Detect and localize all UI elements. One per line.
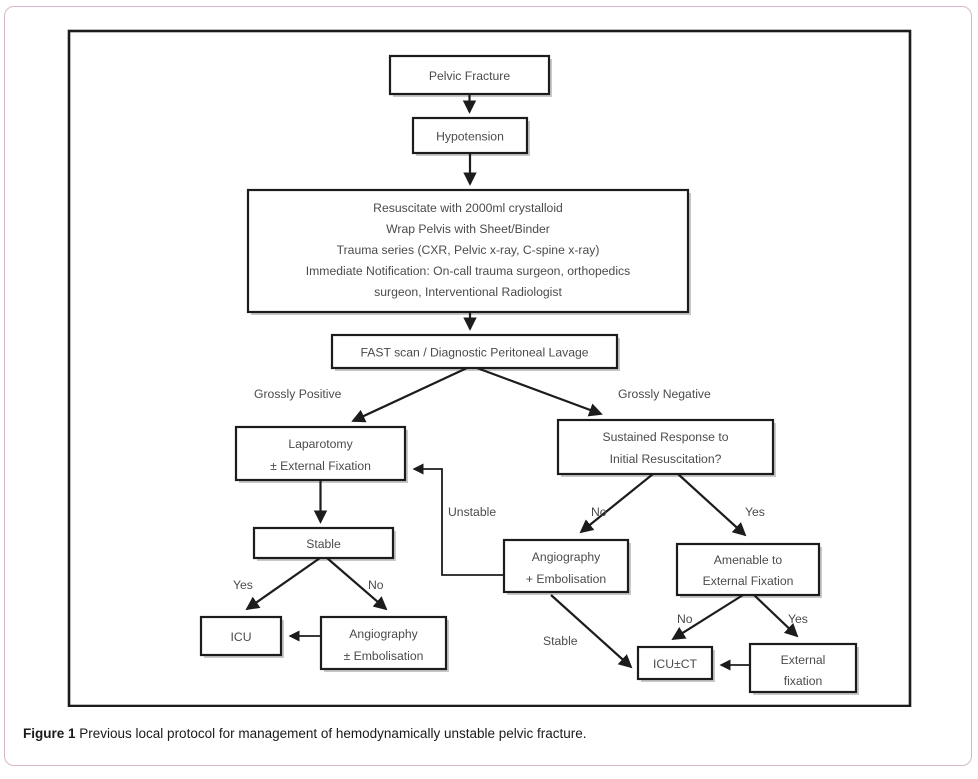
edge-label-yes-amenable: Yes xyxy=(788,612,808,626)
edge-sustained-to-angiography-right xyxy=(579,473,654,534)
edge-label-no-amenable: No xyxy=(677,612,693,626)
node-external-fixation-line-2: fixation xyxy=(784,674,823,688)
node-resuscitate-line-2: Wrap Pelvis with Sheet/Binder xyxy=(386,222,550,236)
node-icu: ICU xyxy=(199,615,284,658)
edge-label-no-sustained: No xyxy=(591,505,607,519)
edge-label-stable-branch: Stable xyxy=(543,634,578,648)
node-amenable-external-fixation-line-2: External Fixation xyxy=(703,574,794,588)
node-hypotension-label: Hypotension xyxy=(436,130,504,144)
figure-caption-label: Figure 1 xyxy=(23,726,76,741)
flowchart-diagram: Pelvic Fracture Hypotension Resuscitate … xyxy=(67,29,912,707)
edge-label-no-stable: No xyxy=(368,578,384,592)
node-angiography-embolisation-left-line-1: Angiography xyxy=(349,627,418,641)
node-angiography-embolisation-left: Angiography ± Embolisation xyxy=(319,615,449,672)
figure-image-area: Pelvic Fracture Hypotension Resuscitate … xyxy=(5,7,973,707)
node-hypotension: Hypotension xyxy=(411,116,530,156)
edge-stable-to-icu xyxy=(245,557,321,611)
node-resuscitate-line-3: Trauma series (CXR, Pelvic x-ray, C-spin… xyxy=(337,243,600,257)
edge-label-grossly-negative: Grossly Negative xyxy=(618,387,711,401)
edge-label-yes-stable: Yes xyxy=(233,578,253,592)
edge-amenable-to-icuct xyxy=(671,594,744,641)
figure-caption: Figure 1 Previous local protocol for man… xyxy=(23,725,953,743)
node-icu-ct: ICU±CT xyxy=(636,645,715,682)
node-resuscitate-line-5: surgeon, Interventional Radiologist xyxy=(374,285,562,299)
node-amenable-external-fixation: Amenable to External Fixation xyxy=(675,542,822,598)
node-angiography-embolisation-right-line-1: Angiography xyxy=(532,550,601,564)
node-resuscitate-line-4: Immediate Notification: On-call trauma s… xyxy=(306,264,630,278)
node-sustained-response: Sustained Response to Initial Resuscitat… xyxy=(556,418,776,477)
node-fast-scan-label: FAST scan / Diagnostic Peritoneal Lavage xyxy=(360,346,588,360)
node-sustained-response-line-1: Sustained Response to xyxy=(602,430,728,444)
edge-angiography-right-to-laparotomy-unstable xyxy=(412,463,504,576)
figure-caption-text: Previous local protocol for management o… xyxy=(75,726,587,741)
edge-label-grossly-positive: Grossly Positive xyxy=(254,387,342,401)
figure-panel: Pelvic Fracture Hypotension Resuscitate … xyxy=(4,6,972,766)
edge-stable-to-angiography-left xyxy=(326,557,388,611)
node-external-fixation-line-1: External xyxy=(781,653,826,667)
node-pelvic-fracture-label: Pelvic Fracture xyxy=(429,69,510,83)
edge-sustained-to-amenable xyxy=(677,473,747,537)
figure-border xyxy=(67,29,912,707)
node-laparotomy: Laparotomy ± External Fixation xyxy=(234,425,408,483)
node-angiography-embolisation-left-line-2: ± Embolisation xyxy=(344,649,424,663)
node-laparotomy-line-1: Laparotomy xyxy=(288,437,353,451)
node-pelvic-fracture: Pelvic Fracture xyxy=(388,54,552,97)
edge-amenable-to-external-fixation xyxy=(753,594,799,638)
node-amenable-external-fixation-line-1: Amenable to xyxy=(714,553,783,567)
node-resuscitate: Resuscitate with 2000ml crystalloid Wrap… xyxy=(246,188,691,315)
edge-fast-to-laparotomy xyxy=(351,367,468,423)
node-sustained-response-line-2: Initial Resuscitation? xyxy=(610,452,722,466)
node-icu-ct-label: ICU±CT xyxy=(653,657,697,671)
edge-angiography-right-to-icuct-stable xyxy=(550,594,633,669)
node-laparotomy-line-2: ± External Fixation xyxy=(270,459,371,473)
node-resuscitate-line-1: Resuscitate with 2000ml crystalloid xyxy=(373,201,563,215)
node-angiography-embolisation-right-line-2: + Embolisation xyxy=(526,572,606,586)
edge-label-yes-sustained: Yes xyxy=(745,505,765,519)
node-fast-scan: FAST scan / Diagnostic Peritoneal Lavage xyxy=(330,333,620,371)
node-icu-label: ICU xyxy=(231,630,252,644)
edge-fast-to-sustained-response xyxy=(476,366,603,417)
node-external-fixation: External fixation xyxy=(748,642,859,695)
node-angiography-embolisation-right: Angiography + Embolisation xyxy=(502,538,631,595)
node-stable-label: Stable xyxy=(306,537,341,551)
edge-label-unstable: Unstable xyxy=(448,505,496,519)
node-stable: Stable xyxy=(252,526,396,561)
